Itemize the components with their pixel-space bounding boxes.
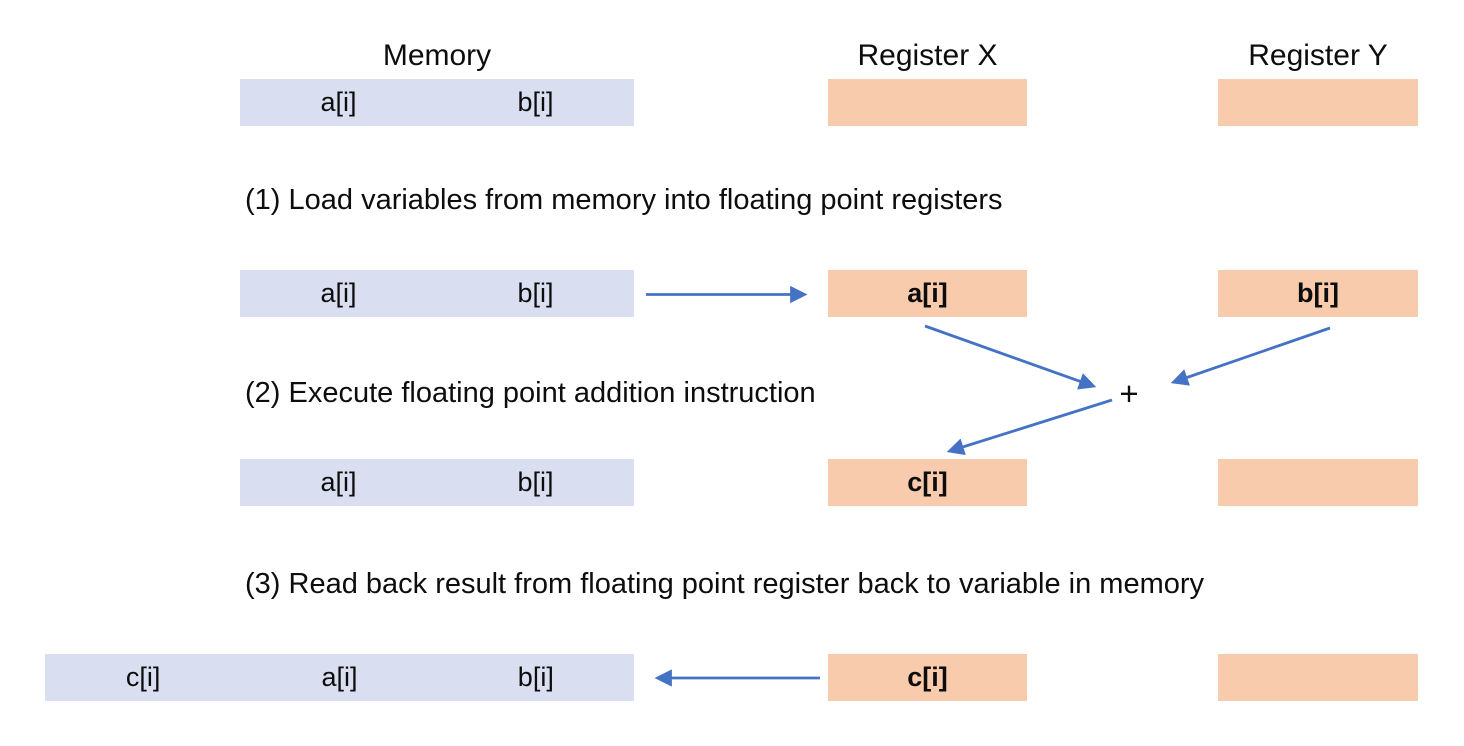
register-x-column-header: Register X bbox=[857, 39, 998, 72]
step3-caption: (3) Read back result from floating point… bbox=[245, 568, 1205, 600]
memory-cell-b: b[i] bbox=[517, 662, 554, 692]
memory-cell-c: c[i] bbox=[125, 662, 161, 692]
register-x-box-row3: c[i] bbox=[828, 459, 1027, 506]
memory-cell-b: b[i] bbox=[517, 278, 554, 308]
memory-cell-b: b[i] bbox=[517, 467, 554, 497]
memory-cell-a: a[i] bbox=[321, 662, 358, 692]
operand-a-arrow-icon bbox=[924, 324, 1097, 390]
step2-caption: (2) Execute floating point addition inst… bbox=[245, 377, 816, 409]
register-y-box-row4 bbox=[1218, 654, 1418, 701]
step1-caption: (1) Load variables from memory into floa… bbox=[245, 184, 1003, 216]
register-x-box-row1 bbox=[828, 79, 1027, 126]
memory-column-header: Memory bbox=[382, 39, 492, 72]
memory-cell-a: a[i] bbox=[320, 87, 357, 117]
memory-cell-b: b[i] bbox=[517, 87, 554, 117]
memory-cell-a: a[i] bbox=[320, 278, 357, 308]
register-y-column-header: Register Y bbox=[1248, 39, 1388, 72]
memory-cell-a: a[i] bbox=[320, 467, 357, 497]
register-y-box-row3 bbox=[1218, 459, 1418, 506]
memory-box-row1: a[i] b[i] bbox=[240, 79, 634, 126]
register-y-box-row2: b[i] bbox=[1218, 270, 1418, 317]
register-x-box-row4: c[i] bbox=[828, 654, 1027, 701]
result-arrow-icon bbox=[946, 398, 1113, 456]
operand-b-arrow-icon bbox=[1170, 326, 1331, 386]
addition-operator: + bbox=[1119, 375, 1139, 412]
memory-box-row3: a[i] b[i] bbox=[240, 459, 634, 506]
register-x-box-row2: a[i] bbox=[828, 270, 1027, 317]
memory-box-row2: a[i] b[i] bbox=[240, 270, 634, 317]
memory-box-row4: c[i] a[i] b[i] bbox=[45, 654, 634, 701]
register-y-box-row1 bbox=[1218, 79, 1418, 126]
